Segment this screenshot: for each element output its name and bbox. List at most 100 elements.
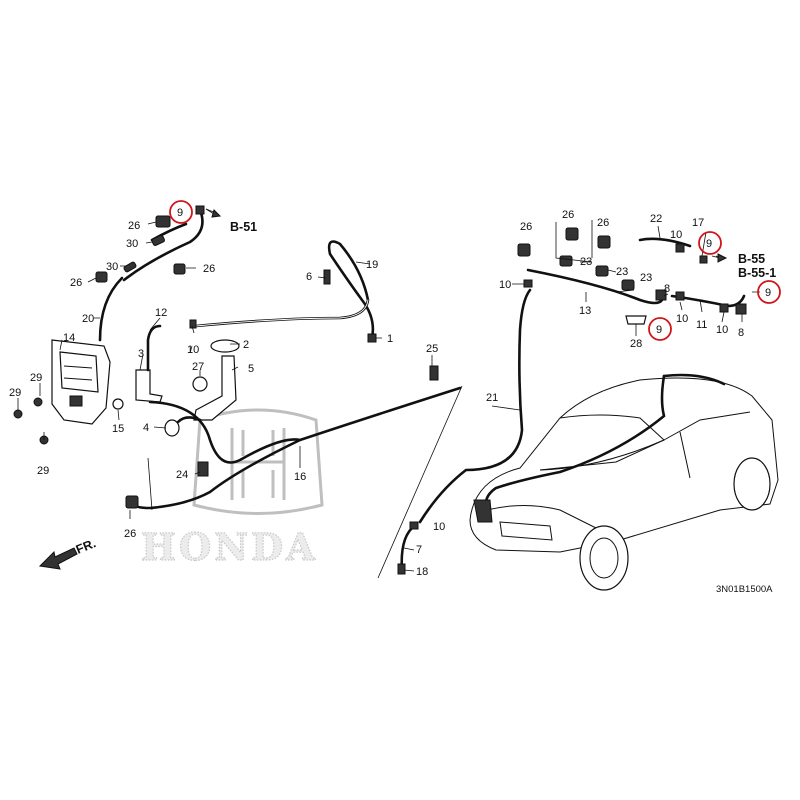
label-9: 9	[656, 324, 662, 336]
clip-10-c	[523, 279, 533, 288]
label-29: 29	[37, 465, 49, 477]
label-15: 15	[112, 423, 124, 435]
joint-1	[367, 333, 377, 343]
clip-10-f	[719, 303, 729, 313]
vehicle-hose-route	[484, 374, 666, 510]
cover-28	[625, 315, 647, 325]
label-6: 6	[306, 271, 312, 283]
hose-main-left	[122, 208, 204, 282]
clip-10-a	[189, 319, 197, 329]
label-18: 18	[416, 566, 428, 578]
label-20: 20	[82, 313, 94, 325]
label-29: 29	[30, 372, 42, 384]
label-26: 26	[597, 217, 609, 229]
label-16: 16	[294, 471, 306, 483]
filler-cap-2	[210, 339, 240, 353]
label-30: 30	[126, 238, 138, 250]
label-30: 30	[106, 261, 118, 273]
bolt-29-b	[13, 409, 23, 419]
label-8: 8	[738, 327, 744, 339]
front-direction-label: FR.	[74, 536, 98, 557]
clip-23-a	[559, 255, 573, 267]
front-direction-arrow-icon	[38, 547, 78, 570]
highlighted-part-9-right-upper[interactable]: 9	[698, 231, 722, 255]
washer-pump	[135, 369, 163, 403]
clip-25	[429, 365, 439, 381]
diagram-code: 3N01B1500A	[716, 584, 773, 595]
label-5: 5	[248, 363, 254, 375]
clip-23-c	[621, 279, 635, 291]
hose-16	[148, 386, 462, 464]
label-10: 10	[716, 324, 728, 336]
hose-12	[146, 324, 162, 372]
grommet-15	[112, 398, 124, 410]
clip-26-b	[173, 263, 186, 275]
clip-17	[699, 255, 708, 264]
clip-6	[323, 269, 331, 285]
filler-neck-5	[193, 355, 237, 421]
label-23: 23	[616, 266, 628, 278]
label-24: 24	[176, 469, 188, 481]
label-23: 23	[580, 256, 592, 268]
clip-26-f	[565, 227, 579, 241]
ref-label-b55: B-55	[738, 252, 765, 266]
hose-13	[526, 268, 664, 305]
label-9: 9	[706, 238, 712, 250]
clip-10-e	[675, 291, 685, 301]
clip-10-d	[675, 243, 685, 253]
leader-lines	[17, 208, 760, 572]
label-10: 10	[676, 313, 688, 325]
label-22: 22	[650, 213, 662, 225]
bracket-26-lines	[555, 220, 593, 263]
ref-arrow-b51-head	[211, 209, 222, 218]
label-17: 17	[692, 217, 704, 229]
section-bracket-line	[147, 385, 463, 579]
clip-18	[397, 563, 406, 575]
label-29: 29	[9, 387, 21, 399]
label-14: 14	[63, 332, 75, 344]
honda-wordmark-watermark: HONDA	[141, 525, 318, 569]
label-8: 8	[664, 283, 670, 295]
label-26: 26	[124, 528, 136, 540]
label-13: 13	[579, 305, 591, 317]
cap-27	[192, 376, 208, 392]
label-10: 10	[187, 344, 199, 356]
label-26: 26	[203, 263, 215, 275]
label-26: 26	[520, 221, 532, 233]
highlighted-part-9-left[interactable]: 9	[169, 200, 193, 224]
label-19: 19	[366, 259, 378, 271]
highlighted-part-9-rear[interactable]: 9	[648, 317, 672, 341]
label-9: 9	[765, 287, 771, 299]
highlighted-part-9-right-lower[interactable]: 9	[757, 280, 781, 304]
part-labels: 26 30 30 26 26 20 14 29 29 29 3 12 10 2 …	[9, 209, 744, 578]
label-27: 27	[192, 361, 204, 373]
label-26: 26	[128, 220, 140, 232]
label-26: 26	[562, 209, 574, 221]
ref-label-b51: B-51	[230, 220, 257, 234]
label-10: 10	[433, 521, 445, 533]
hose-20	[98, 276, 124, 342]
label-11: 11	[696, 319, 707, 331]
washer-reservoir	[51, 339, 111, 425]
bolt-29-a	[33, 397, 43, 407]
clip-23-b	[595, 265, 609, 277]
label-10: 10	[670, 229, 682, 241]
clip-26-g	[597, 235, 611, 249]
vehicle-hose-rear	[662, 373, 726, 386]
clip-26-d	[125, 495, 139, 509]
label-3: 3	[138, 348, 144, 360]
label-9: 9	[177, 207, 183, 219]
joint-10-b	[409, 521, 419, 530]
ref-label-b55-1: B-55-1	[738, 266, 776, 280]
hose-16-lower	[130, 438, 302, 510]
label-1: 1	[387, 333, 393, 345]
label-10: 10	[499, 279, 511, 291]
clip-26-a	[155, 215, 171, 228]
label-26: 26	[70, 277, 82, 289]
label-2: 2	[243, 339, 249, 351]
joint-30-a	[151, 234, 165, 247]
hose-22	[638, 237, 692, 248]
clip-26-e	[517, 243, 531, 257]
vehicle-reservoir-mark	[473, 499, 493, 523]
